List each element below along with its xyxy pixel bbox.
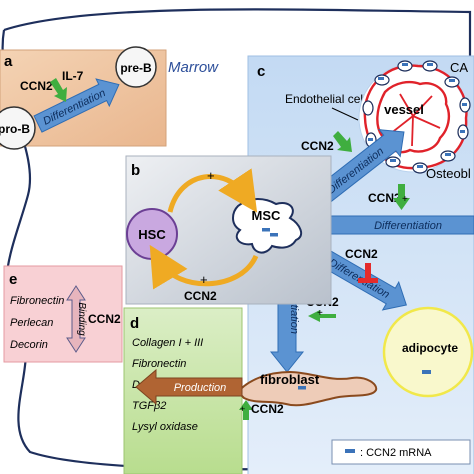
green-arrow-production	[239, 400, 253, 420]
panel-e-background	[3, 265, 123, 363]
plus-top: +	[207, 168, 215, 183]
panel-c-letter: c	[257, 63, 265, 80]
panel-a-il7: IL-7	[62, 69, 84, 83]
panel-e-item-2: Decorin	[10, 339, 48, 351]
panel-e-item-1: Perlecan	[10, 317, 53, 329]
green-arrow-vessel	[333, 131, 352, 152]
msc-label: MSC	[252, 208, 282, 223]
ccn2-vessel-label: CCN2	[301, 139, 334, 153]
panel-d-plus: +	[240, 404, 245, 414]
legend-mrna-symbol	[345, 449, 355, 453]
plus-osteo: +	[402, 194, 408, 205]
panel-b-letter: b	[131, 162, 140, 179]
panel-e-item-0: Fibronectin	[10, 295, 64, 307]
green-arrow-pro-b	[50, 78, 67, 102]
panel-d-ccn2: CCN2	[251, 402, 284, 416]
binding-label: Binding	[76, 302, 87, 336]
panel-a-ccn2: CCN2	[20, 79, 53, 93]
endothelial-pointer	[331, 107, 359, 121]
pre-b-cell	[115, 46, 157, 88]
pro-b-cell	[0, 106, 36, 150]
plus-bottom: +	[200, 272, 208, 287]
green-arrow-osteoblast	[393, 184, 410, 210]
ccn2-adipo-label: CCN2	[345, 247, 378, 261]
panel-d-item-4: Lysyl oxidase	[132, 421, 198, 433]
osteoblast-label: Osteobl	[426, 166, 471, 181]
legend-label: : CCN2 mRNA	[360, 447, 432, 459]
green-arrow-fibroblast	[308, 310, 336, 322]
fibroblast-mrna	[298, 386, 306, 390]
pro-b-label: pro-B	[0, 122, 30, 136]
plus-fibro: +	[317, 308, 323, 319]
production-label: Production	[174, 382, 227, 394]
vessel-label: vessel	[384, 102, 424, 117]
diff-osteo-label: Differentiation	[374, 220, 442, 232]
adipocyte-cell	[382, 306, 474, 398]
binding-arrow: Binding	[66, 285, 87, 353]
fibroblast-cell	[236, 370, 378, 407]
adipocyte-label: adipocyte	[402, 341, 458, 355]
loop-arrow-bottom	[149, 244, 259, 290]
loop-arrow-top	[167, 168, 258, 213]
panel-d-item-0: Collagen I + III	[132, 337, 203, 349]
pre-b-label: pre-B	[120, 61, 152, 75]
panel-a-letter: a	[4, 53, 13, 70]
marrow-label: Marrow	[168, 59, 219, 76]
panel-d-item-1: Fibronectin	[132, 358, 186, 370]
hsc-label: HSC	[138, 227, 166, 242]
panel-d-letter: d	[130, 315, 139, 332]
production-arrow: Production	[135, 368, 243, 406]
endothelial-label: Endothelial cell	[285, 92, 366, 106]
fibroblast-label: fibroblast	[260, 372, 320, 387]
ccn2-osteo-label: CCN2	[368, 191, 401, 205]
panel-e-letter: e	[9, 271, 17, 288]
panel-c-corner-text: CA	[450, 60, 468, 75]
panel-e-ccn2: CCN2	[88, 312, 121, 326]
panel-b-ccn2: CCN2	[184, 289, 217, 303]
diff-arrow-osteoblast: Differentiation	[325, 215, 474, 235]
red-inhibition-arrow	[358, 263, 378, 283]
msc-mrna	[262, 228, 278, 237]
panel-d-item-3: TGFβ2	[132, 400, 166, 412]
